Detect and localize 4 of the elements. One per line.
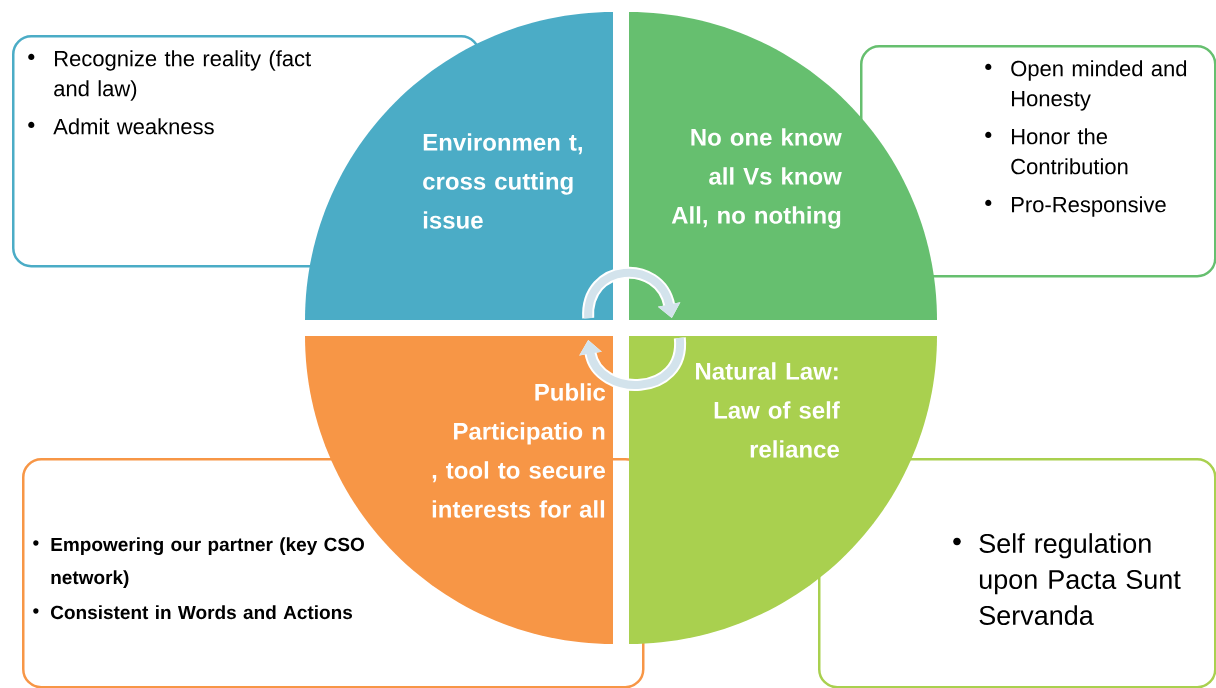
text-box: Self regulation upon Pacta Sunt Servanda — [818, 458, 1216, 688]
quadrant: Natural Law: Law of self reliance — [629, 336, 937, 644]
quadrant: No one know all Vs know All, no nothing — [629, 12, 937, 320]
text-box: Open minded and Honesty Honor the Contribution Pro-Responsive — [860, 45, 1216, 278]
